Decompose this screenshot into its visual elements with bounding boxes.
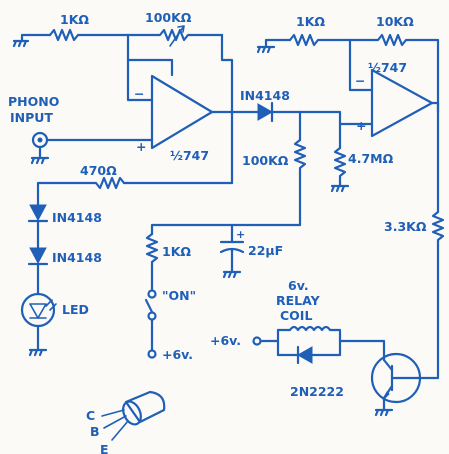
wire-cap-top (150, 223, 302, 236)
label-diode-1: IN4148 (52, 210, 102, 225)
opamp1-minus: − (134, 86, 144, 101)
label-opamp2: ½747 (368, 60, 407, 75)
led-symbol (20, 292, 57, 328)
resistor-100k-feedback (126, 28, 224, 42)
transistor-pinout-drawing (101, 390, 166, 441)
wire-fb1-node (126, 33, 174, 77)
resistor-470 (36, 176, 126, 207)
relay-diode (276, 339, 342, 365)
wire-relay (259, 328, 280, 357)
label-opamp1: ½747 (170, 148, 209, 163)
wire-inv1 (126, 58, 154, 102)
label-diode-2: IN4148 (52, 250, 102, 265)
switch-symbol (144, 289, 157, 359)
resistor-3-3k (416, 210, 445, 380)
label-r-47m: 4.7MΩ (348, 151, 394, 166)
label-relay-3: COIL (280, 308, 312, 323)
diode-2-symbol (27, 247, 49, 295)
capacitor-symbol (219, 240, 245, 274)
ground-47m (330, 184, 350, 193)
label-r-in2: 1KΩ (296, 14, 325, 29)
label-pin-b: B (90, 424, 100, 439)
ground-transistor (374, 408, 394, 417)
opamp2-minus: − (355, 73, 365, 88)
label-led: LED (62, 302, 89, 317)
resistor-1k-switch (145, 232, 159, 292)
pot-arrow (169, 25, 185, 47)
resistor-100k-down (293, 138, 307, 227)
transistor-symbol (370, 352, 422, 412)
wire-out2 (430, 101, 440, 114)
wire-diode-to-plus2 (298, 110, 374, 126)
opamp1-plus: + (136, 139, 146, 154)
wire-fb1-to-out (220, 45, 234, 114)
relay-coil (276, 325, 342, 343)
label-phono-2: INPUT (10, 110, 53, 125)
resistor-4-7m (333, 146, 347, 188)
ground-led (28, 348, 48, 357)
diode-top-symbol (230, 101, 302, 123)
cap-plus: + (236, 228, 245, 241)
label-pin-e: E (100, 442, 109, 454)
label-phono-1: PHONO (8, 94, 59, 109)
label-r-fb1: 100KΩ (145, 10, 192, 25)
label-diode-top: IN4148 (240, 88, 290, 103)
wire-in2 (264, 38, 292, 49)
relay-terminal (252, 336, 262, 346)
label-plus6-left: +6v. (162, 347, 193, 362)
label-transistor: 2N2222 (290, 384, 344, 399)
wire-inv2 (348, 38, 374, 92)
wire-relay-to-c (338, 339, 386, 362)
phono-jack-symbol (31, 131, 49, 149)
ground-cap (222, 270, 242, 279)
label-pin-c: C (86, 408, 95, 423)
resistor-1k-input (48, 28, 130, 42)
resistor-1k-input2 (288, 33, 352, 47)
diode-1-symbol (27, 204, 49, 250)
label-r-33k: 3.3KΩ (384, 219, 427, 234)
wire-in1 (20, 33, 52, 43)
label-r-470: 470Ω (80, 163, 117, 178)
resistor-10k-feedback (348, 33, 440, 114)
label-cap: 22μF (248, 243, 283, 258)
opamp-2 (370, 68, 434, 138)
label-r-fb2: 10KΩ (376, 14, 414, 29)
label-r-1k: 1KΩ (162, 244, 191, 259)
label-on: "ON" (162, 288, 196, 303)
label-relay-1: 6v. (288, 278, 309, 293)
label-r-in: 1KΩ (60, 12, 89, 27)
label-plus6-relay: +6v. (210, 333, 241, 348)
ground-phono (30, 156, 50, 165)
label-r-100k: 100KΩ (242, 153, 289, 168)
ground-symbol-topleft (12, 39, 30, 48)
opamp-1 (150, 74, 214, 150)
opamp2-plus: + (356, 118, 366, 133)
label-relay-2: RELAY (276, 293, 321, 308)
